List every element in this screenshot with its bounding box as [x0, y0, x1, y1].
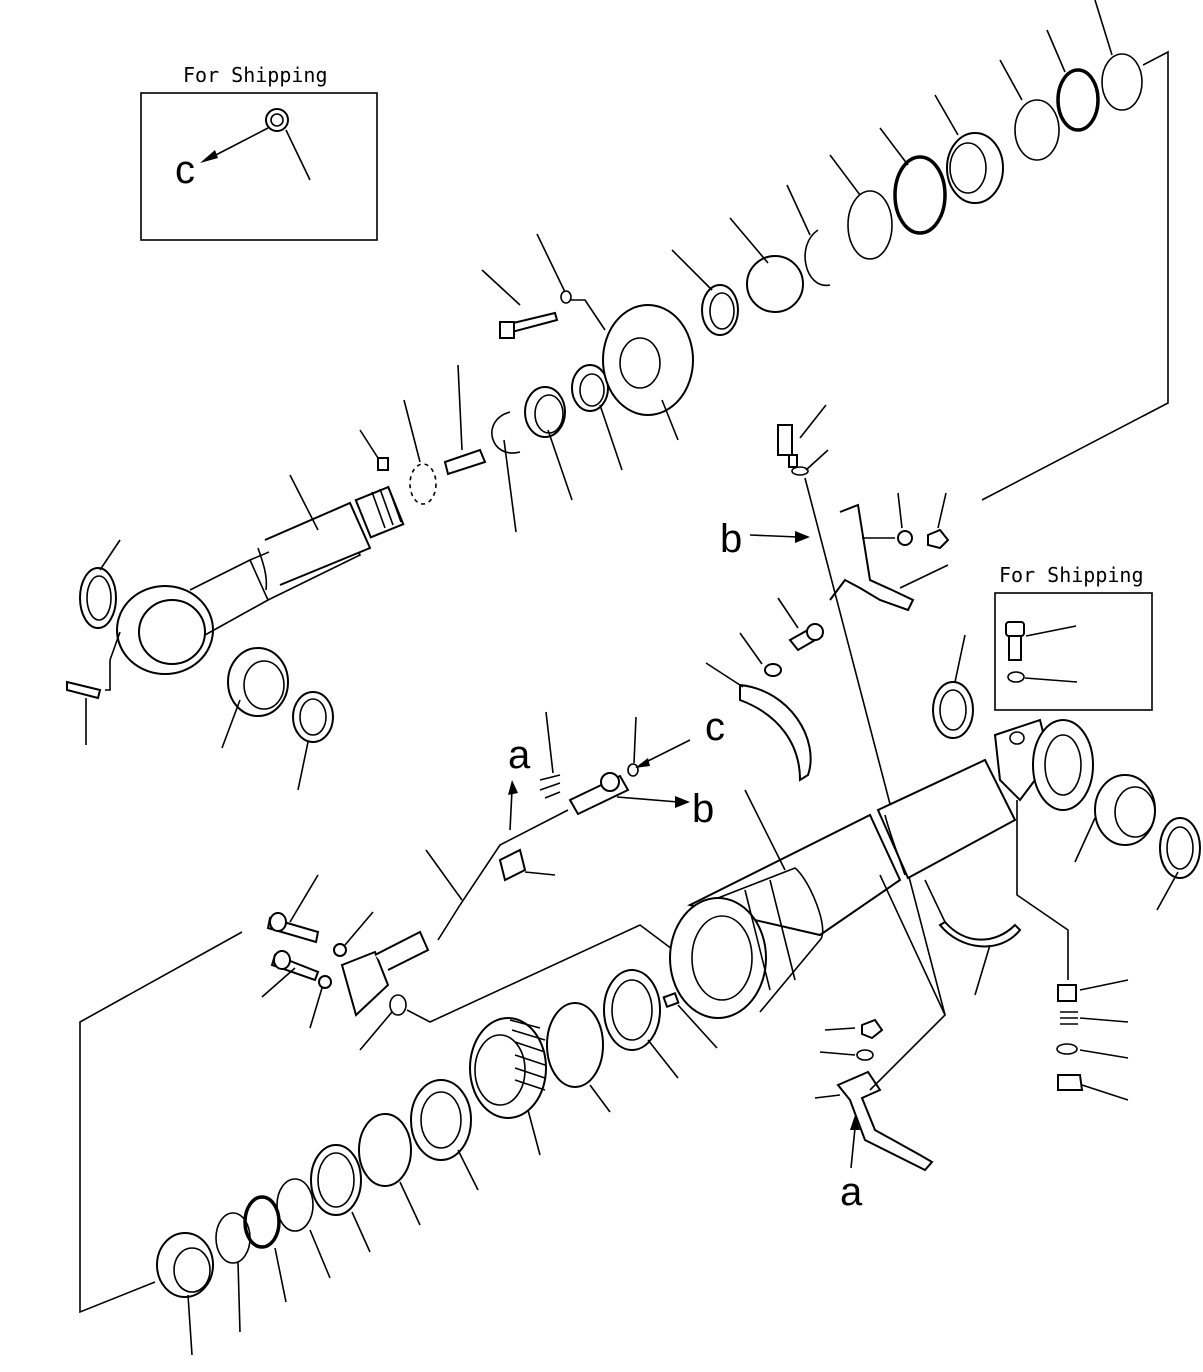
cylinder-tube	[669, 634, 1201, 1101]
pipe-fittings: c b a	[261, 597, 824, 1051]
shipping-box-right: For Shipping	[994, 563, 1153, 711]
marker-c-mid: c	[705, 705, 725, 749]
shipping-box-top-title: For Shipping	[183, 63, 328, 87]
marker-b-right: b	[692, 787, 714, 831]
shipping-box-top: For Shipping c	[140, 63, 378, 241]
clamp-b-group: b	[720, 404, 950, 1016]
marker-a-mid: a	[508, 733, 531, 777]
shipping-box-right-title: For Shipping	[999, 563, 1144, 587]
marker-c-top: c	[175, 148, 195, 192]
clamp-a-group: a	[814, 874, 946, 1214]
marker-a-bottom: a	[840, 1170, 863, 1214]
upper-rod-assembly	[66, 0, 1169, 791]
marker-b-mid: b	[720, 517, 742, 561]
piston-parts	[79, 931, 718, 1356]
